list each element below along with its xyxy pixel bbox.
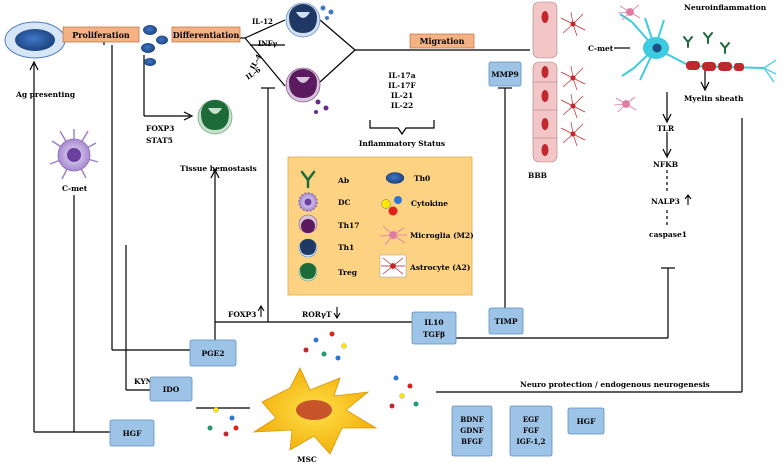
antibody-cluster — [683, 32, 730, 54]
th17-cell — [285, 67, 329, 114]
connector-lines — [29, 19, 743, 433]
msc-label: MSC — [297, 455, 317, 464]
neurotrophin-box — [451, 405, 493, 457]
timp-box — [488, 307, 524, 335]
kyn-label: KYN — [134, 377, 153, 386]
legend-dc: DC — [338, 198, 351, 207]
differentiation-box — [171, 26, 241, 43]
rorgt-down-label: RORγT — [302, 310, 332, 319]
cytokine-dots — [207, 331, 419, 437]
il10-tgfb-box — [411, 311, 457, 345]
hgf-right-box — [567, 407, 605, 435]
legend-ab: Ab — [337, 176, 349, 185]
neuroinflammation-label: Neuroinflammation — [684, 3, 767, 12]
il6-label: IL-6 — [244, 65, 262, 82]
myelin-sheath-label: Myelin sheath — [684, 94, 744, 103]
antibody-icon — [300, 170, 316, 189]
caspase1-label: caspase1 — [649, 230, 687, 239]
down-arrow-icon — [333, 307, 341, 320]
bbb-label: BBB — [528, 171, 547, 180]
nfkb-label: NFKB — [653, 160, 678, 169]
th1-cell — [285, 2, 334, 38]
neuron — [619, 13, 777, 83]
foxp3-label: FOXP3 — [146, 124, 174, 133]
tlr-label: TLR — [657, 124, 675, 133]
growth-factor-box — [509, 405, 553, 457]
cmet-neuron-label: C-met — [588, 44, 614, 53]
timp-label: TIMP — [494, 317, 517, 326]
migration-label: Migration — [420, 36, 465, 46]
pge2-box — [189, 339, 237, 367]
up-arrow-icon — [257, 304, 265, 317]
th0-icon — [385, 172, 405, 184]
msc-cell — [252, 367, 378, 455]
migration-box — [409, 33, 475, 49]
pge2-label: PGE2 — [202, 349, 225, 358]
hgf-left-label: HGF — [123, 429, 142, 438]
legend: Ab DC Th17 Th1 Treg Th0 — [287, 156, 474, 296]
treg-icon — [298, 262, 318, 282]
proliferation-box — [62, 26, 140, 43]
bbb-vessel — [532, 1, 558, 163]
treg-cell — [197, 99, 233, 135]
up-arrow-icon — [684, 194, 692, 205]
tgfb-label: TGFβ — [423, 330, 445, 339]
igf-label: IGF-1,2 — [517, 437, 546, 446]
egf-label: EGF — [523, 415, 539, 424]
astrocyte-icon — [379, 254, 407, 278]
legend-treg: Treg — [338, 268, 358, 277]
il10-label: IL10 — [424, 318, 443, 327]
proliferation-label: Proliferation — [72, 30, 130, 40]
th17-icon — [298, 214, 318, 234]
legend-th1: Th1 — [338, 243, 354, 252]
neuro-protection-label: Neuro protection / endogenous neurogenes… — [520, 380, 710, 389]
legend-th0: Th0 — [414, 174, 430, 183]
dendritic-cell — [49, 129, 99, 180]
hgf-left-box — [109, 419, 155, 447]
infg-label: INFγ — [258, 39, 278, 48]
th0-nucleus — [15, 29, 55, 51]
bfgf-label: BFGF — [461, 437, 483, 446]
legend-astrocyte: Astrocyte (A2) — [409, 263, 470, 272]
mmp9-box — [488, 61, 522, 87]
inflammatory-status-label: Inflammatory Status — [359, 139, 445, 148]
ido-box — [149, 376, 193, 402]
differentiation-label: Differentiation — [173, 30, 240, 40]
bdnf-label: BDNF — [460, 415, 483, 424]
il17a-label: IL-17a — [388, 71, 415, 80]
microglia-cluster — [613, 4, 641, 113]
dc-icon — [298, 192, 318, 212]
astrocyte-cluster — [560, 11, 586, 147]
foxp3-up-label: FOXP3 — [228, 310, 256, 319]
th1-icon — [298, 238, 318, 258]
legend-microglia: Microglia (M2) — [410, 231, 474, 240]
il22-label: IL-22 — [391, 101, 413, 110]
cmet-dc-label: C-met — [62, 184, 88, 193]
il12-label: IL-12 — [252, 17, 273, 26]
cytokine-icon — [381, 196, 402, 216]
microglia-icon — [379, 225, 407, 246]
th0-cell-cluster — [141, 25, 168, 66]
mmp9-label: MMP9 — [491, 70, 518, 79]
tissue-hemostasis-label: Tissue hemostasis — [180, 164, 257, 173]
stat5-label: STAT5 — [146, 136, 173, 145]
ido-label: IDO — [163, 385, 180, 394]
nalp3-label: NALP3 — [651, 197, 680, 206]
fgf-label: FGF — [523, 426, 539, 435]
gdnf-label: GDNF — [460, 426, 483, 435]
il17f-label: IL-17F — [388, 81, 416, 90]
legend-cytokine: Cytokine — [411, 199, 448, 208]
ag-presenting-label: Ag presenting — [15, 90, 76, 99]
il21-label: IL-21 — [391, 91, 413, 100]
hgf-right-label: HGF — [577, 417, 596, 426]
legend-th17: Th17 — [338, 221, 359, 230]
